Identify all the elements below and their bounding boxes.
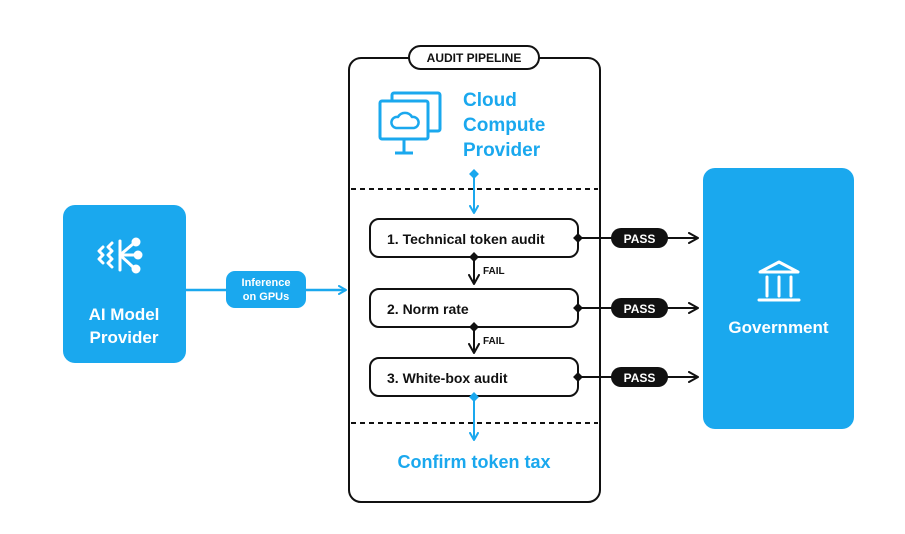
step2-pass-arrow: PASS: [573, 298, 699, 318]
step3-pass-badge: PASS: [624, 371, 656, 385]
inference-connector: Inference on GPUs: [186, 271, 347, 308]
step3-pass-arrow: PASS: [573, 367, 699, 387]
step1-fail-arrow: FAIL: [468, 252, 505, 285]
step-white-box-audit: 3. White-box audit: [369, 357, 579, 397]
government-building-icon: [757, 260, 801, 302]
confirm-token-tax: Confirm token tax: [397, 452, 550, 472]
step-technical-token-audit: 1. Technical token audit: [369, 218, 579, 258]
step3-label: 3. White-box audit: [387, 370, 508, 386]
step-norm-rate: 2. Norm rate: [369, 288, 579, 328]
cloud-monitor-icon: [378, 91, 442, 155]
brain-network-icon: [97, 237, 143, 274]
government-label: Government: [728, 318, 828, 337]
cloud-provider-line3: Provider: [463, 140, 541, 161]
step1-pass-badge: PASS: [624, 232, 656, 246]
step1-label: 1. Technical token audit: [387, 231, 545, 247]
government-box: Government: [703, 168, 854, 429]
ai-model-provider-box: AI Model Provider: [63, 205, 186, 363]
step2-label: 2. Norm rate: [387, 301, 469, 317]
step2-pass-badge: PASS: [624, 302, 656, 316]
step1-pass-arrow: PASS: [573, 228, 699, 248]
cloud-provider-line2: Compute: [463, 115, 545, 136]
step3-to-confirm-arrow: [469, 392, 479, 441]
cloud-provider-line1: Cloud: [463, 90, 517, 111]
audit-pipeline-container: AUDIT PIPELINE: [348, 45, 601, 503]
ai-provider-line2: Provider: [90, 328, 159, 347]
step2-fail-arrow: FAIL: [468, 322, 505, 354]
step2-fail-label: FAIL: [483, 336, 505, 347]
ai-provider-line1: AI Model: [89, 305, 160, 324]
step1-fail-label: FAIL: [483, 266, 505, 277]
pipeline-title: AUDIT PIPELINE: [427, 51, 522, 65]
inference-label-line1: Inference: [242, 277, 291, 289]
inference-label-line2: on GPUs: [243, 291, 289, 303]
cloud-to-step1-arrow: [469, 169, 479, 214]
